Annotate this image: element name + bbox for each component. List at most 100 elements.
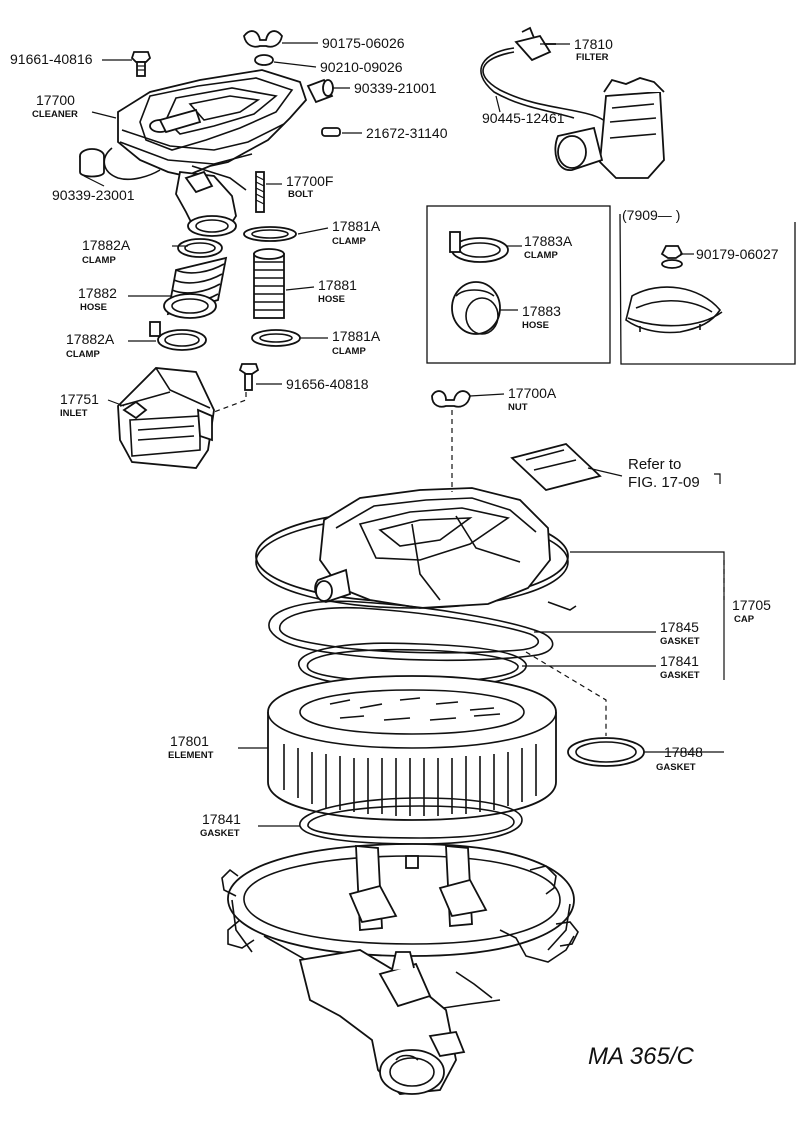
part-number: 90339-21001 [354,80,437,96]
label-90339-23001: 90339-23001 [52,187,135,203]
part-name: ELEMENT [168,750,214,761]
label-90179-06027: 90179-06027 [696,246,779,262]
hose-17881-drawing [243,226,301,347]
part-number: 21672-31140 [366,125,448,141]
label-17882a-top: 17882A CLAMP [82,237,131,266]
inset-box-7909 [619,213,796,365]
elbow-outlet-drawing [298,949,493,1095]
part-number: 17881 [318,277,357,293]
cap-90339-23001-icon [79,148,105,178]
refer-plate-icon [510,443,602,491]
part-number: 17810 [574,36,613,52]
part-name: FILTER [576,52,609,63]
part-number: 17881A [332,328,381,344]
label-17881a-bottom: 17881A CLAMP [332,328,381,357]
label-17700f: 17700F BOLT [286,173,333,200]
cap-17705-drawing [255,487,577,611]
inlet-17751-drawing [117,367,215,469]
part-name: NUT [508,402,528,413]
part-name: HOSE [80,302,107,313]
part-number: 90175-06026 [322,35,405,51]
label-17841-top: 17841 GASKET [660,653,700,681]
part-number: 17848 [664,744,703,760]
part-number: 17841 [202,811,241,827]
label-17700: 17700 CLEANER [32,92,78,120]
part-name: HOSE [318,294,345,305]
part-name: CLAMP [524,250,558,261]
label-17882a-bottom: 17882A CLAMP [66,331,115,360]
label-21672-31140: 21672-31140 [366,125,448,141]
gasket-17841-bottom-drawing [299,797,523,845]
part-number: 17700F [286,173,333,189]
label-17881: 17881 HOSE [318,277,357,305]
part-number: 17700 [36,92,75,108]
part-number: 91661-40816 [10,51,93,67]
bolt-91656-icon [238,363,260,391]
part-name: GASKET [200,828,240,839]
hose-17882-drawing [149,238,228,351]
label-90175-06026: 90175-06026 [322,35,405,51]
label-17848: 17848 GASKET [656,744,703,773]
part-number: 17845 [660,619,699,635]
label-17883: 17883 HOSE [522,303,561,331]
gasket-17845-drawing [268,600,554,662]
label-17700a: 17700A NUT [508,385,557,413]
inset-cleaner-sketch [625,286,723,334]
part-number: 17700A [508,385,557,401]
part-name: CLAMP [66,349,100,360]
part-name: BOLT [288,189,313,200]
label-90445-12461: 90445-12461 [482,110,565,126]
label-17705: 17705 CAP [732,597,771,625]
part-number: 17841 [660,653,699,669]
part-number: 17882A [66,331,115,347]
part-number: 17882A [82,237,131,253]
part-number: 91656-40818 [286,376,369,392]
part-name: CLAMP [332,346,366,357]
label-90210-09026: 90210-09026 [320,59,403,75]
label-17883a: 17883A CLAMP [524,233,573,261]
part-name: CLAMP [332,236,366,247]
label-91661-40816: 91661-40816 [10,51,93,67]
refer-line-1: Refer to [628,456,681,473]
drawing-code: MA 365/C [588,1043,694,1070]
part-number: 17801 [170,733,209,749]
part-name: HOSE [522,320,549,331]
refer-note: Refer to FIG. 17-09 [628,456,700,491]
label-17801: 17801 ELEMENT [168,733,214,761]
cleaner-case-drawing [221,843,579,1011]
small-cleaner-drawing [79,30,341,237]
label-17882: 17882 HOSE [78,285,117,313]
gasket-17848-drawing [567,737,645,767]
part-number: 90445-12461 [482,110,565,126]
clamp-17883a-drawing [449,231,509,263]
part-number: 17883 [522,303,561,319]
bolt-91661-icon [130,51,152,77]
part-name: CLEANER [32,109,78,120]
part-number: 90339-23001 [52,187,135,203]
bolt-90179-icon [660,245,684,269]
wing-nut-17700a-icon [431,390,471,408]
refer-plate-lines [525,449,577,471]
part-name: CAP [734,614,755,625]
part-number: 17751 [60,391,99,407]
label-17845: 17845 GASKET [660,619,700,647]
wing-nut-90175-icon [243,30,283,48]
part-name: GASKET [656,762,696,773]
part-number: 90179-06027 [696,246,779,262]
part-name: CLAMP [82,255,116,266]
inset-box-hose [426,205,611,364]
label-17841-bottom: 17841 GASKET [200,811,241,839]
part-number: 90210-09026 [320,59,403,75]
part-number: 17881A [332,218,381,234]
part-name: GASKET [660,636,700,647]
distributor-drawing [554,77,665,179]
bolt-17700f-icon [255,171,265,213]
inset-label: (7909— ) [622,207,680,223]
part-name: INLET [60,408,88,419]
refer-line-2: FIG. 17-09 [628,474,700,491]
part-number: 17883A [524,233,573,249]
label-17810: 17810 FILTER [574,36,613,63]
label-91656-40818: 91656-40818 [286,376,369,392]
hose-17883-drawing [451,281,501,335]
